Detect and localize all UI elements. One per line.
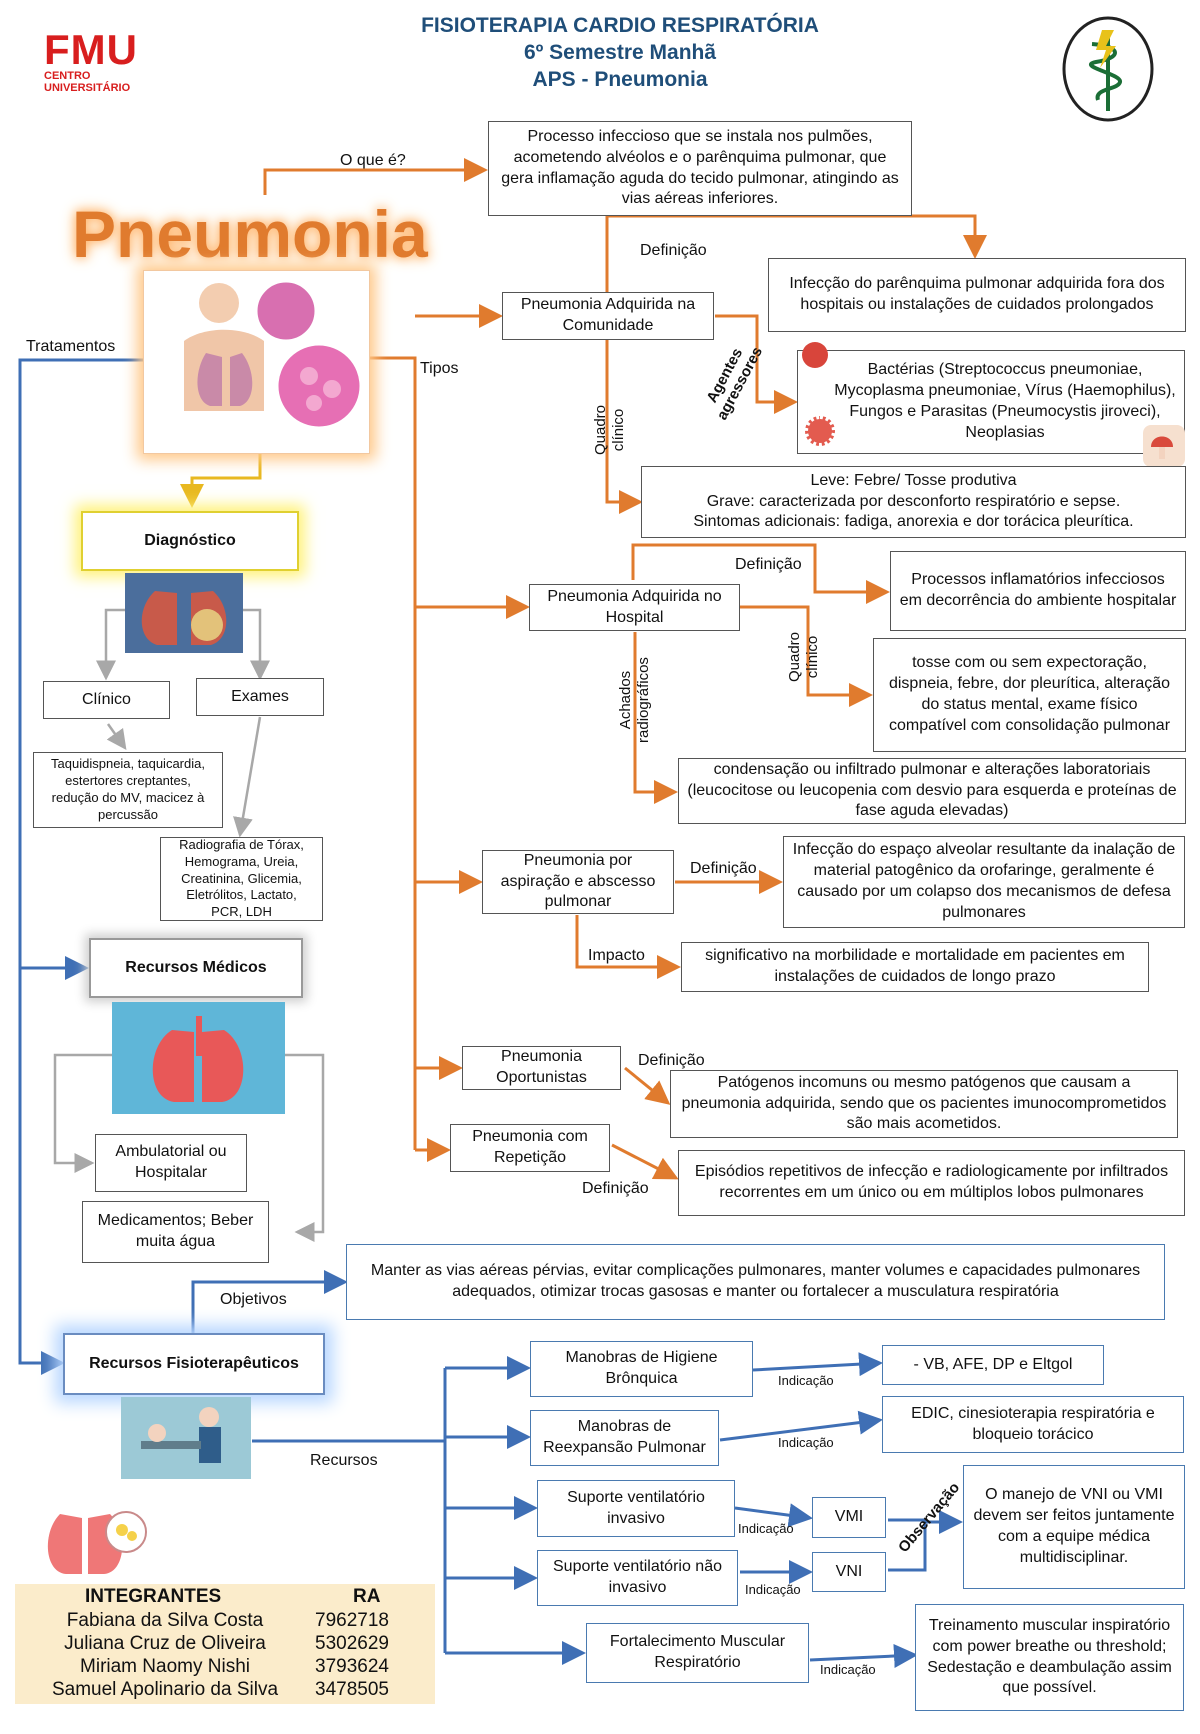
label-recursos: Recursos <box>310 1452 378 1469</box>
physio-illustration <box>121 1397 251 1479</box>
label-definicao-5: Definição <box>582 1180 649 1197</box>
label-indicacao-1: Indicação <box>778 1373 834 1388</box>
fisio-item-nao-invasivo: Suporte ventilatório não invasivo <box>537 1550 738 1606</box>
medicos-ambulatorial: Ambulatorial ou Hospitalar <box>95 1134 247 1192</box>
comunidade-definicao-box: Infecção do parênquima pulmonar adquirid… <box>768 258 1186 332</box>
comunidade-quadro-box: Leve: Febre/ Tosse produtiva Grave: cara… <box>641 466 1186 538</box>
recursos-medicos-title: Recursos Médicos <box>89 938 303 998</box>
type-hospital: Pneumonia Adquirida no Hospital <box>529 584 740 631</box>
fisio-ind-vni: VNI <box>812 1552 886 1592</box>
diagnostico-title: Diagnóstico <box>81 511 299 571</box>
label-impacto: Impacto <box>588 947 645 964</box>
aspiracao-impacto-box: significativo na morbilidade e mortalida… <box>681 942 1149 992</box>
hospital-achados-box: condensação ou infiltrado pulmonar e alt… <box>678 758 1186 824</box>
comunidade-agentes-box: Bactérias (Streptococcus pneumoniae, Myc… <box>797 350 1185 454</box>
fisio-ind-vmi: VMI <box>812 1497 886 1538</box>
recursos-fisio-title: Recursos Fisioterapêuticos <box>63 1333 325 1395</box>
bacteria-icon <box>802 342 828 368</box>
type-oportunistas: Pneumonia Oportunistas <box>462 1046 621 1090</box>
label-indicacao-5: Indicação <box>820 1662 876 1677</box>
fisio-item-invasivo: Suporte ventilatório invasivo <box>537 1480 735 1537</box>
repeticao-definicao-box: Episódios repetitivos de infecção e radi… <box>678 1150 1185 1216</box>
label-o-que-e: O que é? <box>340 152 406 169</box>
fungi-icon <box>1143 425 1185 467</box>
fisio-ind-reexpansao: EDIC, cinesioterapia respiratória e bloq… <box>882 1396 1184 1453</box>
integrantes-header: INTEGRANTES <box>85 1586 222 1607</box>
label-indicacao-2: Indicação <box>778 1435 834 1450</box>
type-repeticao: Pneumonia com Repetição <box>450 1124 610 1172</box>
label-quadro-clinico-2: Quadro clínico <box>786 631 821 683</box>
fisio-item-higiene: Manobras de Higiene Brônquica <box>530 1341 753 1397</box>
label-definicao-2: Definição <box>735 556 802 573</box>
type-aspiracao: Pneumonia por aspiração e abscesso pulmo… <box>482 850 674 914</box>
header-topic: APS - Pneumonia <box>532 68 708 91</box>
diagnostico-exames-detail: Radiografia de Tórax, Hemograma, Ureia, … <box>160 837 323 921</box>
label-quadro-clinico-1: Quadro clínico <box>592 404 627 456</box>
diagnostico-clinico-detail: Taquidispneia, taquicardia, estertores c… <box>33 752 223 828</box>
label-objetivos: Objetivos <box>220 1291 287 1308</box>
lung-illustration <box>143 270 370 454</box>
diagnostico-lung-image <box>125 573 243 653</box>
medicos-medicamentos: Medicamentos; Beber muita água <box>82 1201 269 1263</box>
virus-icon <box>805 416 835 446</box>
fmu-logo: FMU CENTRO UNIVERSITÁRIO <box>44 26 138 95</box>
label-definicao-3: Definição <box>690 860 757 877</box>
fisio-objetivos-box: Manter as vias aéreas pérvias, evitar co… <box>346 1244 1165 1320</box>
aspiracao-definicao-box: Infecção do espaço alveolar resultante d… <box>783 836 1185 928</box>
oportunistas-definicao-box: Patógenos incomuns ou mesmo patógenos qu… <box>670 1070 1178 1138</box>
main-title: Pneumonia <box>72 197 428 271</box>
label-indicacao-3: Indicação <box>738 1521 794 1536</box>
diagnostico-clinico: Clínico <box>43 681 170 719</box>
diagnostico-exames: Exames <box>196 678 324 716</box>
caduceus-emblem-icon <box>1062 16 1154 122</box>
hospital-definicao-box: Processos inflamatórios infecciosos em d… <box>890 551 1186 631</box>
medical-illustration <box>112 1002 285 1114</box>
header-semester: 6º Semestre Manhã <box>523 41 717 64</box>
type-comunidade: Pneumonia Adquirida na Comunidade <box>502 292 714 340</box>
label-tratamentos: Tratamentos <box>26 338 116 355</box>
fisio-ind-higiene: - VB, AFE, DP e Eltgol <box>882 1345 1104 1385</box>
label-achados: Achados radiográficos <box>617 657 652 743</box>
header-course: FISIOTERAPIA CARDIO RESPIRATÓRIA <box>421 14 819 37</box>
definition-box: Processo infeccioso que se instala nos p… <box>488 121 912 216</box>
fisio-item-reexpansao: Manobras de Reexpansão Pulmonar <box>530 1410 719 1466</box>
label-definicao-4: Definição <box>638 1052 705 1069</box>
fisio-observacao-box: O manejo de VNI ou VMI devem ser feitos … <box>963 1465 1185 1589</box>
fisio-item-fortalecimento: Fortalecimento Muscular Respiratório <box>586 1623 809 1683</box>
hospital-quadro-box: tosse com ou sem expectoração, dispneia,… <box>873 638 1186 752</box>
label-definicao-1: Definição <box>640 242 707 259</box>
fisio-ind-fortalecimento: Treinamento muscular inspiratório com po… <box>915 1604 1184 1711</box>
label-tipos: Tipos <box>420 360 459 377</box>
label-indicacao-4: Indicação <box>745 1582 801 1597</box>
ra-header: RA <box>353 1586 381 1607</box>
lungs-icon <box>38 1492 150 1580</box>
